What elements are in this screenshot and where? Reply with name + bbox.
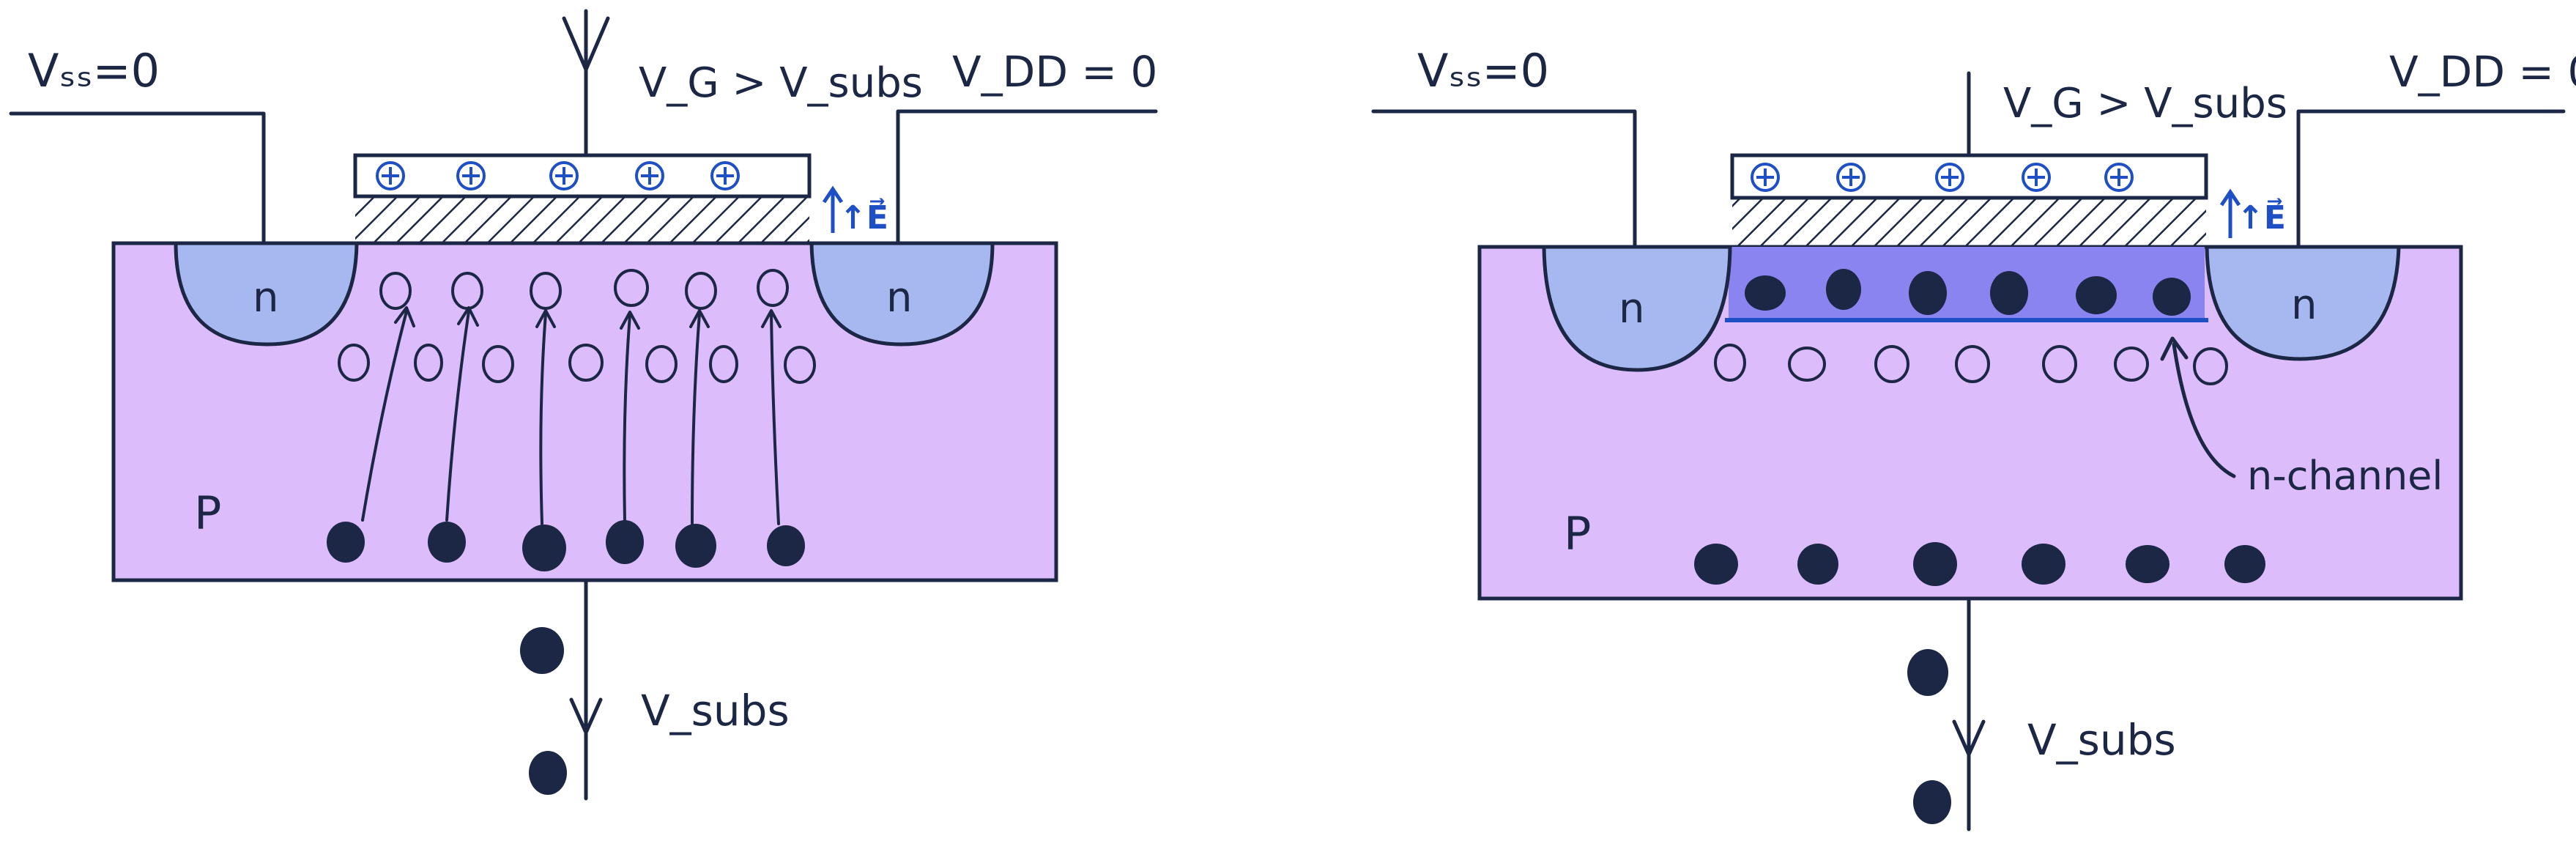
left-gate-charges bbox=[376, 161, 740, 190]
right-gate-oxide bbox=[1732, 198, 2206, 247]
right-channel-label: n-channel bbox=[2247, 453, 2443, 499]
left-vdd-label: V_DD = 0 bbox=[952, 47, 1157, 97]
right-n-channel bbox=[1729, 247, 2205, 320]
right-vss-label: Vₛₛ=0 bbox=[1417, 44, 1549, 97]
right-p-label: P bbox=[1564, 507, 1591, 560]
left-flow-arrows bbox=[361, 306, 782, 525]
right-n-label-drain: n bbox=[2291, 281, 2317, 329]
left-vss-label: Vₛₛ=0 bbox=[28, 44, 160, 97]
right-vdd-label: V_DD = 0 bbox=[2389, 47, 2576, 97]
left-holes bbox=[338, 269, 816, 384]
left-vsubs-label: V_subs bbox=[641, 686, 790, 736]
right-holes bbox=[1714, 344, 2228, 385]
right-drain-n-well bbox=[2205, 245, 2401, 361]
right-field-label: ↑E⃗ bbox=[2237, 198, 2286, 237]
right-source-n-well bbox=[1542, 245, 1732, 372]
left-gate-oxide bbox=[355, 196, 809, 245]
right-electrons bbox=[1694, 542, 2265, 824]
right-vg-label: V_G > V_subs bbox=[2003, 80, 2287, 127]
left-p-label: P bbox=[194, 486, 221, 540]
left-drain-wire bbox=[896, 109, 1158, 245]
left-electrons bbox=[327, 520, 805, 795]
left-substrate-arrow-icon bbox=[569, 697, 603, 735]
left-source-wire bbox=[9, 111, 266, 245]
right-field-arrow-icon bbox=[2219, 188, 2241, 238]
right-gate-charges bbox=[1751, 163, 2134, 192]
right-source-wire bbox=[1371, 109, 1637, 249]
left-gate-arrow-icon bbox=[562, 16, 610, 72]
left-source-n-well bbox=[174, 241, 359, 347]
left-vg-label: V_G > V_subs bbox=[639, 59, 923, 107]
left-n-label-drain: n bbox=[886, 274, 913, 322]
right-gate-plate bbox=[1730, 153, 2208, 200]
right-vsubs-label: V_subs bbox=[2027, 715, 2176, 765]
left-field-arrow-icon bbox=[822, 185, 844, 233]
left-gate-plate bbox=[353, 153, 812, 199]
left-drain-n-well bbox=[809, 241, 995, 347]
right-n-label-source: n bbox=[1619, 285, 1645, 333]
right-channel-electrons bbox=[1745, 269, 2191, 316]
left-diagram: Vₛₛ=0 V_G > V_subs V_DD = 0 n n P ↑E⃗ V_… bbox=[9, 9, 1158, 801]
right-channel-pointer-icon bbox=[2160, 336, 2236, 478]
right-drain-wire bbox=[2296, 109, 2566, 249]
right-substrate-arrow-icon bbox=[1952, 719, 1986, 757]
left-n-label-source: n bbox=[253, 274, 279, 322]
left-field-label: ↑E⃗ bbox=[839, 198, 888, 237]
right-diagram: Vₛₛ=0 V_G > V_subs V_DD = 0 n n P ↑E⃗ n-… bbox=[1371, 44, 2576, 831]
